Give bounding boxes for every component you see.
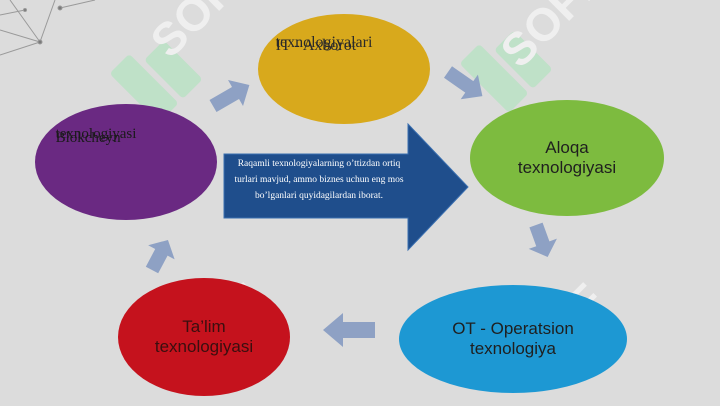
watermark-text-2: SOFF bbox=[490, 0, 614, 77]
arrow-it-to-aloqa bbox=[443, 66, 483, 100]
node-talim-line1: Ta’lim bbox=[182, 316, 226, 336]
arrow-ot-to-talim bbox=[323, 313, 375, 347]
arrow-aloqa-to-ot bbox=[528, 222, 557, 257]
arrow-talim-to-blockchain bbox=[145, 239, 175, 274]
node-it-line2: texnologiyalari bbox=[275, 34, 373, 52]
arrow-blockchain-to-it bbox=[209, 80, 250, 113]
node-ot-line2: texnologiya bbox=[469, 339, 556, 358]
node-talim-line2: texnologiyasi bbox=[154, 337, 254, 356]
node-aloqa-line2: texnologiyasi bbox=[517, 158, 617, 177]
cycle-arrows bbox=[145, 66, 557, 347]
node-ot-line1: OT - Operatsion bbox=[452, 318, 574, 338]
node-aloqa-line1: Aloqa bbox=[545, 137, 589, 157]
network-decoration bbox=[0, 0, 96, 56]
node-it-line1: IT - Axborot bbox=[275, 37, 357, 54]
node-blockchain-line1: Blokcheyn bbox=[55, 130, 121, 146]
center-arrow bbox=[223, 122, 469, 252]
center-arrow-text: Raqamli texnologiyalarning o’ttizdan ort… bbox=[234, 159, 404, 201]
node-blockchain-line2: texnologiyasi bbox=[55, 126, 137, 142]
